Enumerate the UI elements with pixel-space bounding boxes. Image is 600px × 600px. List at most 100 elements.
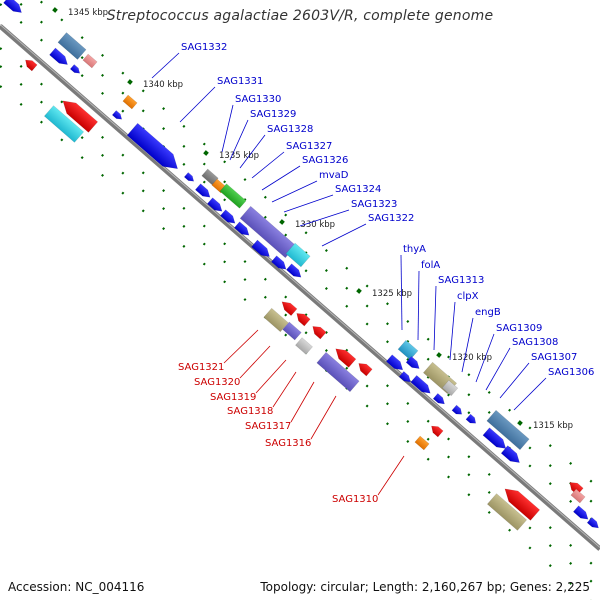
feature-box [251,239,270,257]
forward-gene-label[interactable]: SAG1324 [335,184,381,195]
tick-row [37,0,600,490]
reverse-gene-label[interactable]: SAG1310 [332,494,378,505]
forward-gene-label[interactable]: SAG1307 [531,352,577,363]
feature-box [122,94,138,110]
forward-gene-label[interactable]: SAG1329 [250,109,296,120]
feature-box [82,53,98,69]
reverse-gene-leader [310,395,337,440]
kbp-tick [436,352,442,358]
kbp-tick [52,7,58,13]
feature-box [183,172,195,182]
feature-box [398,371,411,383]
forward-gene-label[interactable]: SAG1309 [496,323,542,334]
forward-gene-leader [499,362,530,399]
forward-gene-leader [179,86,216,123]
kbp-label: 1315 kbp [533,421,573,431]
forward-gene-label[interactable]: folA [421,260,440,271]
forward-gene-leader [475,333,495,383]
feature-box [3,0,22,13]
feature-box [62,100,99,133]
kbp-tick [127,79,133,85]
forward-gene-leader [321,223,367,247]
feature-box [504,488,541,521]
feature-box [285,242,311,268]
reverse-gene-leader [272,371,297,408]
feature-box [316,351,360,393]
forward-gene-label[interactable]: engB [475,307,501,318]
kbp-tick [279,219,285,225]
feature-box [486,409,530,451]
feature-box [405,356,420,369]
forward-gene-leader [433,285,437,351]
feature-box [410,375,431,394]
forward-gene-leader [485,347,511,391]
forward-gene-label[interactable]: SAG1332 [181,42,227,53]
feature-box [281,301,298,317]
feature-box [500,445,520,463]
forward-gene-leader [461,317,474,373]
forward-gene-label[interactable]: SAG1306 [548,367,594,378]
feature-box [69,64,81,74]
reverse-gene-leader [239,345,271,379]
feature-box [219,183,247,209]
feature-box [451,404,463,415]
forward-gene-label[interactable]: SAG1328 [267,124,313,135]
feature-box [335,348,357,368]
reverse-gene-leader [223,329,259,364]
reverse-gene-label[interactable]: SAG1317 [245,421,291,432]
feature-box [57,32,87,60]
forward-gene-label[interactable]: SAG1330 [235,94,281,105]
kbp-label: 1325 kbp [372,289,412,299]
feature-box [432,393,445,405]
forward-gene-label[interactable]: SAG1327 [286,141,332,152]
forward-gene-leader [417,270,420,341]
accession-text: Accession: NC_004116 [8,580,145,594]
forward-gene-leader [513,377,547,411]
kbp-label: 1340 kbp [143,80,183,90]
reverse-gene-label[interactable]: SAG1320 [194,377,240,388]
forward-gene-leader [251,151,285,179]
forward-gene-label[interactable]: thyA [403,244,426,255]
feature-box [570,488,586,504]
reverse-gene-label[interactable]: SAG1316 [265,438,311,449]
feature-box [385,354,404,371]
forward-gene-leader [151,52,180,79]
feature-box [219,209,236,224]
forward-gene-label[interactable]: SAG1322 [368,213,414,224]
forward-gene-label[interactable]: SAG1323 [351,199,397,210]
forward-gene-leader [449,301,456,361]
kbp-tick [203,150,209,156]
feature-box [126,122,178,170]
feature-box [43,105,85,143]
forward-gene-label[interactable]: SAG1308 [512,337,558,348]
feature-box [358,363,373,377]
forward-gene-label[interactable]: mvaD [319,170,349,181]
feature-box [586,517,599,529]
reverse-gene-leader [255,359,287,394]
forward-gene-leader [239,134,266,169]
forward-gene-label[interactable]: SAG1326 [302,155,348,166]
feature-box [572,505,589,520]
forward-gene-label[interactable]: SAG1313 [438,275,484,286]
feature-box [25,59,38,72]
feature-box [486,493,528,531]
feature-box [441,379,459,397]
forward-gene-leader [283,194,334,213]
feature-box [282,321,302,341]
forward-gene-leader [400,254,403,331]
reverse-gene-label[interactable]: SAG1318 [227,406,273,417]
feature-box [431,425,444,438]
reverse-gene-label[interactable]: SAG1319 [210,392,256,403]
feature-box [414,435,430,451]
feature-box [296,313,311,327]
forward-gene-leader [271,180,318,203]
feature-box [111,110,123,120]
kbp-tick [356,288,362,294]
kbp-label: 1335 kbp [219,151,259,161]
reverse-gene-label[interactable]: SAG1321 [178,362,224,373]
forward-gene-leader [221,104,234,153]
forward-gene-label[interactable]: SAG1331 [217,76,263,87]
forward-gene-label[interactable]: clpX [457,291,479,302]
feature-box [285,263,302,278]
